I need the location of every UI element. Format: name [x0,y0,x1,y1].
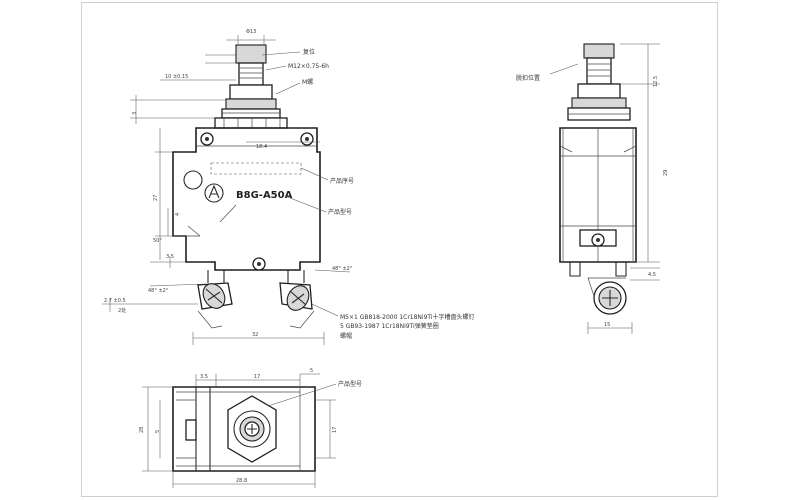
product-number-window [210,162,302,175]
dim-right-top: 12.5 [653,76,659,87]
dim-plan-small: 5 [155,430,161,433]
dim-right-height: 29 [663,170,669,176]
dim-side-bottom: 4.5 [648,272,656,278]
dim-plan-c: 5 [310,368,313,374]
breaker-body [172,127,321,271]
dim-angle-term-right: 48° ±2° [332,266,353,272]
label-thread: M12×0.75-6h [288,63,329,70]
dim-body-width: 18.4 [256,144,267,150]
dim-side-width: 15 [604,322,610,328]
dim-left-small: 4 [175,213,181,216]
label-product-number: 产品序号 [330,177,354,185]
dim-top-diameter: Φ13 [246,29,256,35]
label-nut: M螺 [302,78,313,86]
dim-left-top: 10 ±0.15 [165,74,188,80]
dim-screw-note: 2处 [118,307,126,314]
label-product-model: 产品型号 [328,208,352,216]
terminal-screw-left [197,282,233,329]
reset-button [235,44,267,64]
side-view: 29 12.5 4.5 15 脱扣位置 [516,43,669,334]
dim-plan-left: 28 [139,427,145,433]
note-line-1: M5×1 GB818-2000 1Cr18Ni9Ti十字槽盘头螺钉 [340,313,475,321]
dim-bottom-width: 32 [252,332,258,338]
brand-marking: B8G-A50A [236,190,293,201]
dim-screw: 2.7 ±0.5 [104,298,126,304]
dim-angle-left: 50° [153,238,162,244]
dim-left-mid: 27 [153,195,159,201]
label-model-bottom: 产品型号 [338,380,362,388]
dim-terminal-left: 3.5 [166,254,174,260]
label-reset: 复位 [303,48,315,56]
label-trip-position: 脱扣位置 [516,74,540,82]
logo [204,183,224,203]
dim-plan-a: 3.5 [200,374,208,380]
front-view: B8G-A50A Φ13 10 ±0.15 3 27 [102,29,475,345]
note-line-3: 螺帽 [340,332,352,340]
note-line-2: 5 GB93-1987 1Cr18Ni9Ti弹簧垫圈 [340,322,439,330]
dim-plan-bottom: 28.8 [236,478,247,484]
dim-angle-term-left: 48° ±2° [148,288,169,294]
dim-plan-b: 17 [254,374,260,380]
dim-plan-right: 17 [332,427,338,433]
terminal-screw-right [279,282,315,329]
plan-view: 3.5 17 5 28 5 17 28.8 产品型号 [139,368,362,488]
dim-left-upper: 3 [132,112,138,115]
